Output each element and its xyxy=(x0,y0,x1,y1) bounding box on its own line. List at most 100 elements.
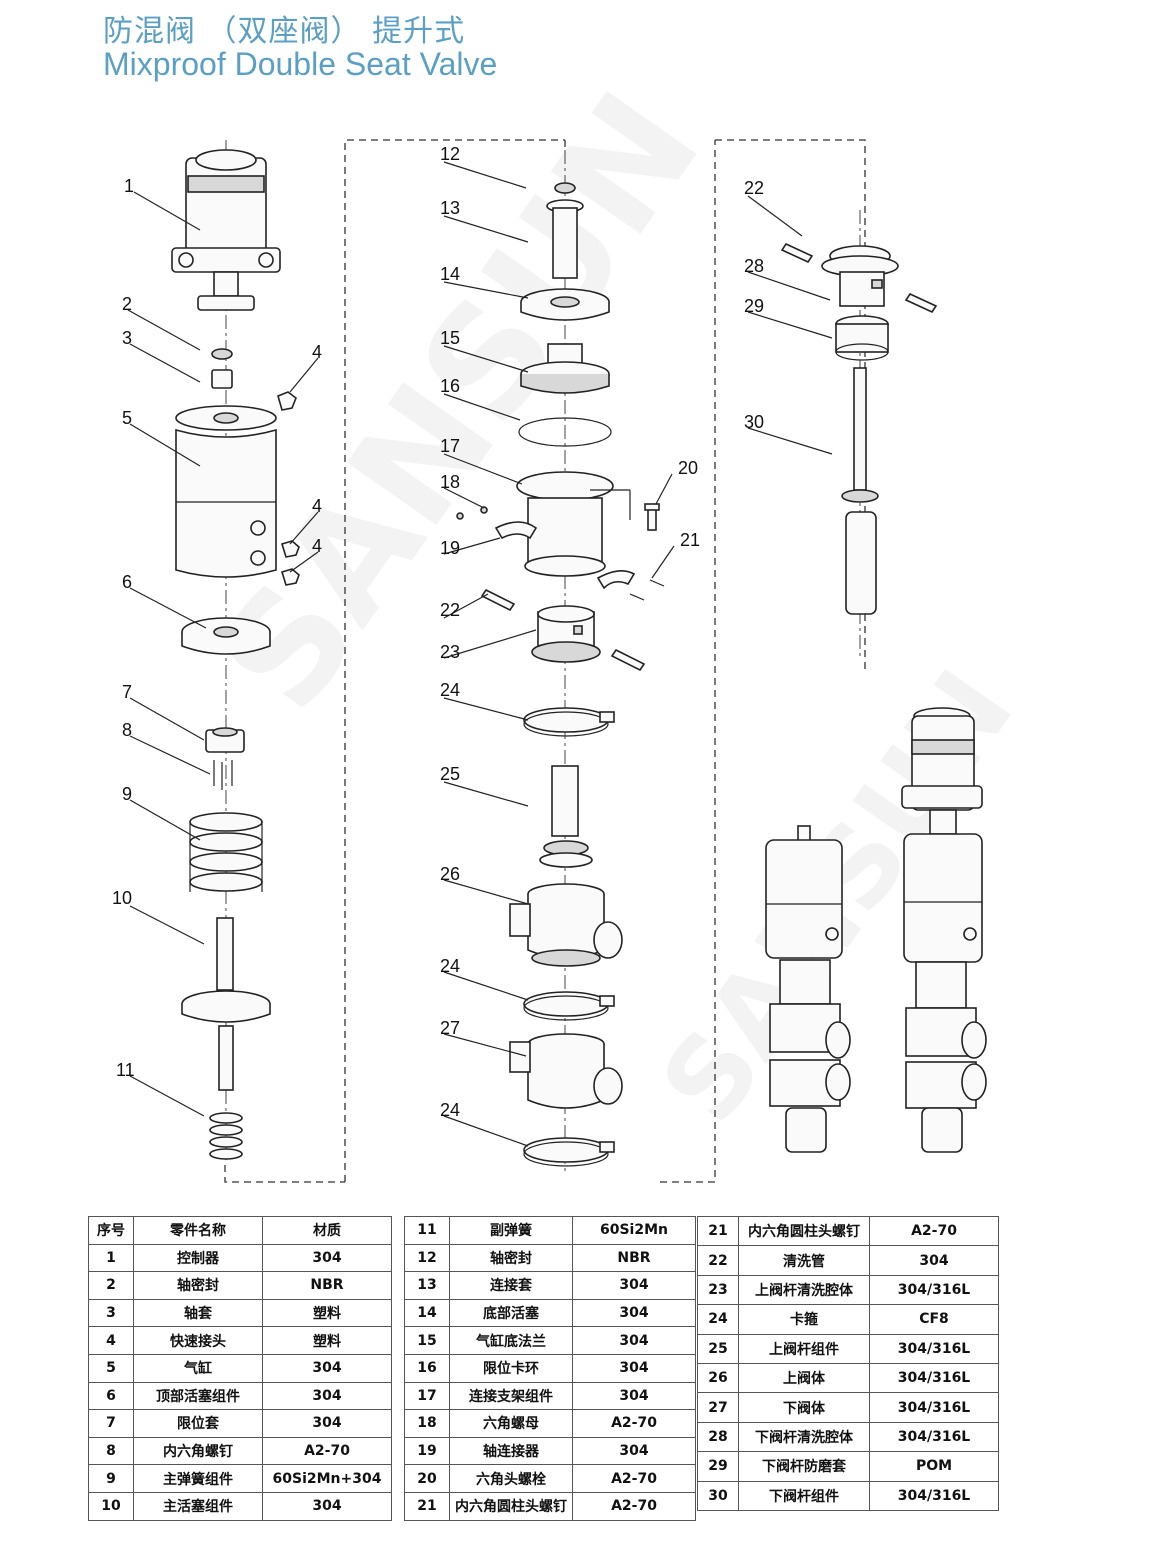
table-cell: 10 xyxy=(88,1491,134,1521)
table-cell: 60Si2Mn+304 xyxy=(262,1464,392,1493)
table-cell: 304 xyxy=(572,1436,696,1466)
callout: 18 xyxy=(440,472,460,492)
callout: 4 xyxy=(312,342,322,362)
part-20-hex-bolt xyxy=(644,503,660,531)
table-cell: A2-70 xyxy=(262,1436,392,1466)
table-cell: CF8 xyxy=(869,1304,999,1335)
part-12-shaft-seal xyxy=(554,182,576,194)
table-cell: 下阀杆防磨套 xyxy=(738,1451,870,1482)
table-cell: 塑料 xyxy=(262,1298,392,1328)
table-cell: 23 xyxy=(697,1274,739,1306)
callout: 4 xyxy=(312,496,322,516)
table-cell: 限位卡环 xyxy=(449,1353,573,1383)
table-cell: 6 xyxy=(88,1381,134,1411)
callout: 11 xyxy=(116,1060,135,1080)
assembled-valve-with-controller xyxy=(901,707,987,1153)
table-cell: 14 xyxy=(404,1298,450,1328)
part-25-upper-stem-assembly xyxy=(539,765,593,868)
table-cell: 60Si2Mn xyxy=(572,1216,696,1245)
table-cell: 304 xyxy=(262,1243,392,1273)
callout: 30 xyxy=(744,412,764,432)
part-19-shaft-connector xyxy=(494,521,636,590)
part-5-cylinder xyxy=(175,405,277,578)
frame-right-group xyxy=(715,139,866,670)
table-cell: 控制器 xyxy=(133,1243,263,1273)
table-cell: 27 xyxy=(697,1392,739,1423)
table-cell: 304/316L xyxy=(869,1392,999,1423)
table-cell: 304/316L xyxy=(869,1421,999,1453)
table-header-row: 序号 零件名称 材质 xyxy=(88,1216,392,1245)
table-cell: 20 xyxy=(404,1464,450,1493)
frame-middle-group xyxy=(344,139,716,1183)
callout: 10 xyxy=(112,888,132,908)
callout: 9 xyxy=(122,784,132,804)
part-27-lower-valve-body xyxy=(509,1033,623,1109)
part-14-bottom-piston xyxy=(520,288,610,321)
table-cell: 内六角圆柱头螺钉 xyxy=(449,1491,573,1521)
header-cell: 序号 xyxy=(88,1216,134,1245)
table-cell: 下阀体 xyxy=(738,1392,870,1423)
table-cell: 六角螺母 xyxy=(449,1409,573,1438)
table-cell: 主弹簧组件 xyxy=(133,1464,263,1493)
callout: 7 xyxy=(122,682,132,702)
table-cell: 清洗管 xyxy=(738,1245,870,1276)
part-4-quick-connectors-side xyxy=(280,540,300,586)
table-cell: 5 xyxy=(88,1353,134,1383)
header-cell: 零件名称 xyxy=(133,1216,263,1245)
table-cell: 下阀杆清洗腔体 xyxy=(738,1421,870,1453)
exploded-view-diagram: SANSUN SANSUN xyxy=(112,63,1038,1183)
callout: 19 xyxy=(440,538,460,558)
table-cell: 304 xyxy=(262,1491,392,1521)
table-cell: 8 xyxy=(88,1436,134,1466)
assembled-valve-small xyxy=(765,825,851,1153)
part-28-lower-stem-cleaning-chamber xyxy=(821,245,899,307)
table-cell: 12 xyxy=(404,1243,450,1273)
table-cell: 28 xyxy=(697,1421,739,1453)
table-cell: 连接套 xyxy=(449,1271,573,1300)
callout: 29 xyxy=(744,296,764,316)
table-cell: A2-70 xyxy=(572,1491,696,1521)
callout: 16 xyxy=(440,376,460,396)
part-11-secondary-spring xyxy=(209,1112,243,1160)
table-cell: 轴密封 xyxy=(133,1271,263,1300)
part-30-lower-stem-assembly xyxy=(841,367,879,615)
part-22-cleaning-pipe-mid xyxy=(480,588,646,672)
table-cell: 9 xyxy=(88,1464,134,1493)
table-cell: A2-70 xyxy=(572,1409,696,1438)
part-29-lower-stem-wear-sleeve xyxy=(835,315,889,361)
part-9-main-spring xyxy=(189,812,263,892)
table-cell: 上阀杆组件 xyxy=(738,1333,870,1364)
table-cell: 22 xyxy=(697,1245,739,1276)
callout: 1 xyxy=(124,176,134,196)
header-cell: 材质 xyxy=(262,1216,392,1245)
part-6-top-piston xyxy=(181,617,271,655)
part-16-limit-ring xyxy=(518,417,612,447)
table-cell: 2 xyxy=(88,1271,134,1300)
callout: 27 xyxy=(440,1018,460,1038)
part-2-shaft-seal xyxy=(211,348,233,360)
table-cell: 304 xyxy=(572,1326,696,1355)
table-cell: 304 xyxy=(572,1353,696,1383)
table-cell: A2-70 xyxy=(572,1464,696,1493)
table-cell: 底部活塞 xyxy=(449,1298,573,1328)
table-cell: 304/316L xyxy=(869,1480,999,1511)
table-cell: 顶部活塞组件 xyxy=(133,1381,263,1411)
table-cell: 轴连接器 xyxy=(449,1436,573,1466)
table-cell: 304 xyxy=(262,1409,392,1438)
table-cell: 卡箍 xyxy=(738,1304,870,1335)
table-cell: POM xyxy=(869,1451,999,1482)
